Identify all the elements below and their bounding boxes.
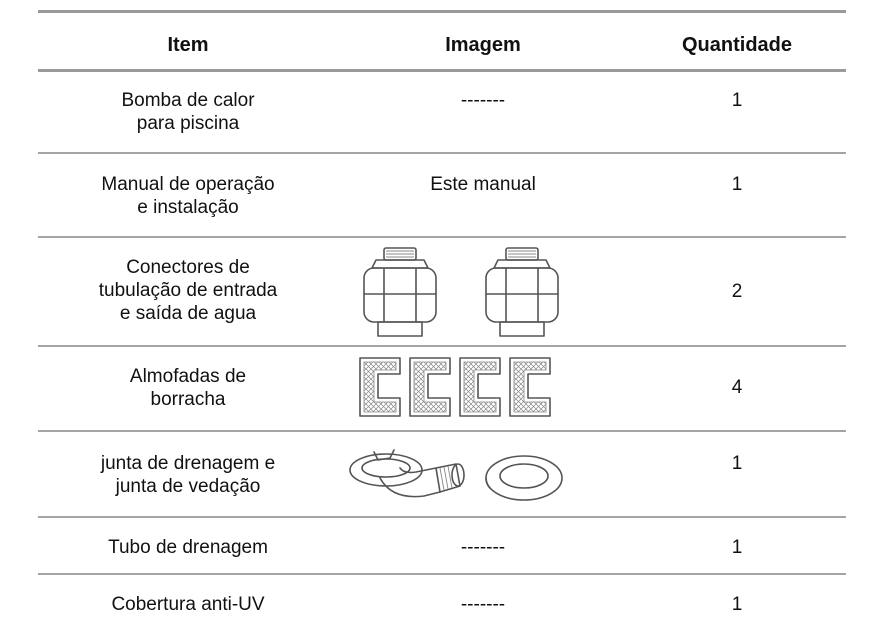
item-cell: Tubo de drenagem <box>108 537 268 558</box>
quantity-cell: 2 <box>731 281 743 302</box>
row-divider <box>38 516 846 518</box>
row-divider <box>38 573 846 575</box>
image-cell: ------- <box>460 594 506 615</box>
quantity-cell: 1 <box>731 174 743 195</box>
column-header-image: Imagem <box>445 34 521 56</box>
item-cell: Manual de operação e instalação <box>101 174 275 218</box>
quantity-cell: 1 <box>731 90 743 111</box>
quantity-cell: 4 <box>731 377 743 398</box>
row-divider <box>38 152 846 154</box>
row-divider <box>38 430 846 432</box>
item-cell: Conectores de tubulação de entrada e saí… <box>98 257 278 324</box>
rubber-pad-icon <box>359 357 551 417</box>
quantity-cell: 1 <box>731 453 743 474</box>
seal-ring-icon <box>485 455 563 501</box>
row-divider <box>38 236 846 238</box>
drain-elbow-icon <box>349 449 465 498</box>
table-top-rule <box>38 10 846 13</box>
item-cell: Almofadas de borracha <box>129 366 247 410</box>
image-cell: ------- <box>460 537 506 558</box>
column-header-item: Item <box>167 34 209 56</box>
pipe-connector-union-icon <box>363 247 559 337</box>
quantity-cell: 1 <box>731 537 743 558</box>
image-cell: ------- <box>460 90 506 111</box>
item-cell: Bomba de calor para piscina <box>121 90 255 134</box>
row-divider <box>38 345 846 347</box>
image-cell: Este manual <box>430 174 536 195</box>
drain-elbow-and-seal-ring-icon <box>349 449 563 501</box>
quantity-cell: 1 <box>731 594 743 615</box>
item-cell: junta de drenagem e junta de vedação <box>100 453 276 497</box>
column-header-quantity: Quantidade <box>681 34 792 56</box>
item-cell: Cobertura anti-UV <box>111 594 265 615</box>
header-bottom-rule <box>38 69 846 72</box>
